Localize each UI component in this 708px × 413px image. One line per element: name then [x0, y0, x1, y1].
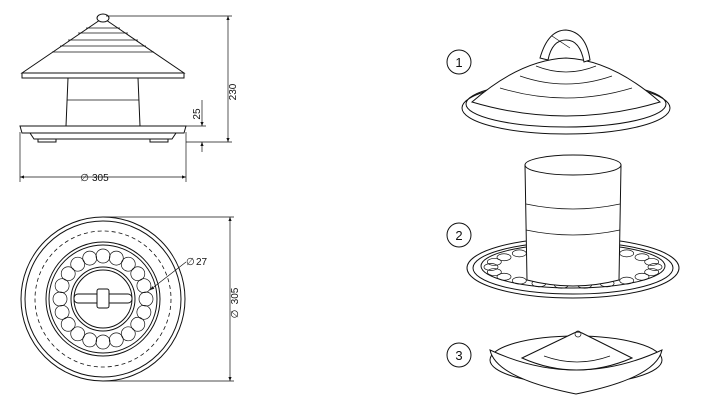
tray-hole	[486, 268, 502, 276]
feeding-hole	[60, 266, 76, 282]
feeding-hole	[52, 291, 68, 307]
height-base-label: 25	[192, 108, 203, 120]
feeding-hole	[70, 326, 86, 342]
tray-hole	[634, 253, 650, 262]
feeding-hole	[95, 248, 111, 264]
feeding-hole	[120, 256, 136, 272]
part-container-tray	[466, 154, 680, 299]
diameter-side-label: 305	[92, 173, 109, 184]
feeding-hole	[108, 250, 124, 266]
feeding-hole	[60, 316, 76, 332]
tray-hole	[644, 258, 660, 266]
feeding-hole	[108, 332, 124, 348]
tray-hole	[619, 276, 635, 285]
diameter-side-symbol: ∅	[80, 173, 89, 184]
tray-hole	[496, 272, 512, 281]
feeding-hole	[54, 304, 70, 320]
feeding-hole	[95, 334, 111, 350]
feeding-hole	[138, 291, 154, 307]
callout-2-circle	[446, 222, 472, 248]
hole-diameter-label: 27	[196, 257, 208, 268]
part-base	[489, 330, 663, 395]
feeding-hole	[54, 278, 70, 294]
diameter-top-label: 305	[230, 287, 241, 304]
feeding-hole	[82, 250, 98, 266]
callout-3-label: 3	[455, 348, 462, 363]
tray-hole	[496, 253, 512, 262]
feeding-hole	[70, 256, 86, 272]
top-view	[20, 216, 234, 382]
hole-diameter-symbol: ∅	[186, 257, 195, 268]
feeding-hole	[130, 316, 146, 332]
tray-hole	[644, 268, 660, 276]
tray-hole	[486, 258, 502, 266]
part-lid	[461, 29, 671, 135]
side-view	[19, 13, 232, 182]
callout-1-label: 1	[455, 55, 462, 70]
tray-hole	[634, 272, 650, 281]
feeding-hole	[130, 266, 146, 282]
feeding-hole	[136, 278, 152, 294]
diameter-top-symbol: ∅	[230, 310, 241, 319]
callout-1-circle	[446, 49, 472, 75]
callout-2-label: 2	[455, 228, 462, 243]
height-total-label: 230	[228, 83, 239, 100]
tray-hole	[511, 276, 527, 285]
feeding-hole	[82, 332, 98, 348]
tray-hole	[483, 263, 499, 271]
feeding-hole	[120, 326, 136, 342]
tray-hole	[647, 263, 663, 271]
feeding-hole	[136, 304, 152, 320]
callout-3-circle	[446, 342, 472, 368]
